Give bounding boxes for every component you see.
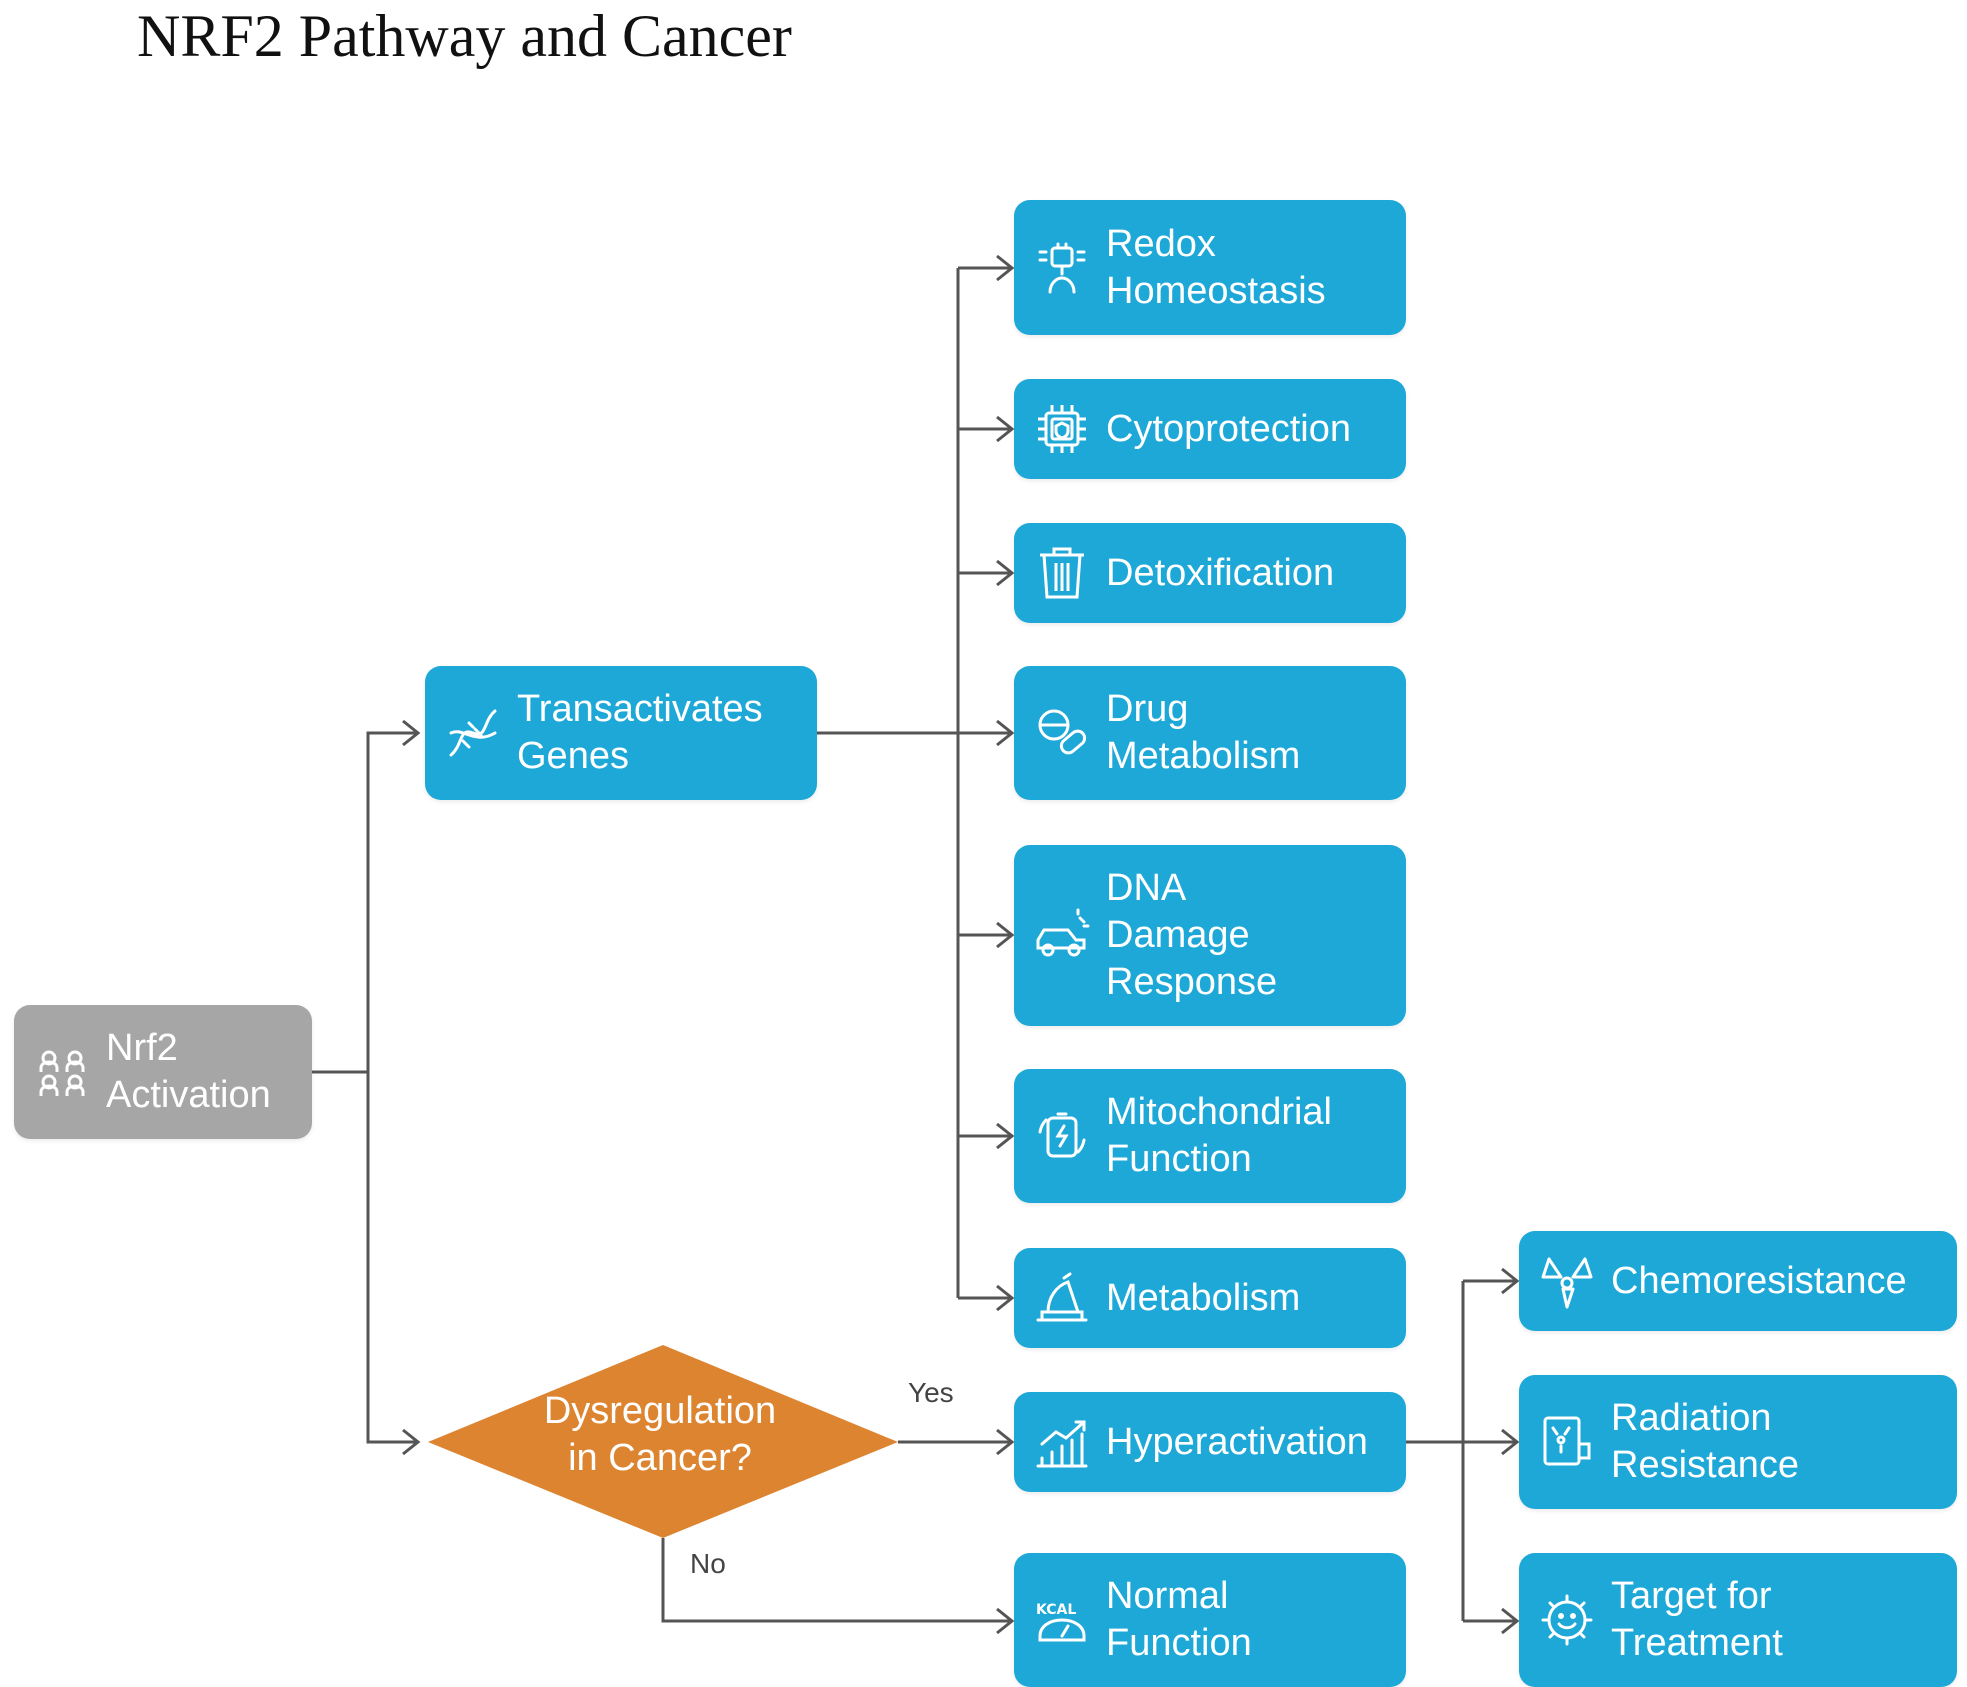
nrf2-activation-label: Nrf2 Activation xyxy=(106,1027,271,1116)
redox-homeostasis-node: Redox Homeostasis xyxy=(1014,200,1406,335)
target-for-treatment-node: Target for Treatment xyxy=(1519,1553,1957,1687)
battery-cycle-icon xyxy=(1034,1108,1090,1164)
svg-text:KCAL: KCAL xyxy=(1036,1602,1076,1618)
nrf2-activation-node: Nrf2 Activation xyxy=(14,1005,312,1139)
connector-root xyxy=(312,731,416,1444)
radiation-resistance-label: Radiation Resistance xyxy=(1611,1397,1799,1486)
mitochondrial-function-node: Mitochondrial Function xyxy=(1014,1069,1406,1203)
connector-genes xyxy=(817,266,1010,1300)
dna-icon xyxy=(445,705,501,761)
drug-metabolism-node: Drug Metabolism xyxy=(1014,666,1406,800)
radiation-icon xyxy=(1539,1253,1595,1309)
chip-shield-icon xyxy=(1034,401,1090,457)
redox-homeostasis-label: Redox Homeostasis xyxy=(1106,222,1326,312)
edge-label-yes: Yes xyxy=(908,1377,954,1408)
pills-icon xyxy=(1034,705,1090,761)
cytoprotection-node: Cytoprotection xyxy=(1014,379,1406,479)
normal-function-label: Normal Function xyxy=(1106,1575,1252,1664)
radiation-resistance-node: Radiation Resistance xyxy=(1519,1375,1957,1509)
hyperactivation-label: Hyperactivation xyxy=(1106,1420,1368,1463)
balance-figure-icon xyxy=(1034,240,1090,296)
metabolism-label: Metabolism xyxy=(1106,1276,1301,1319)
scale-icon xyxy=(1034,1270,1090,1326)
detoxification-node: Detoxification xyxy=(1014,523,1406,623)
arrow-to-transactivates xyxy=(402,719,421,747)
drug-metabolism-label: Drug Metabolism xyxy=(1106,688,1301,777)
target-for-treatment-label: Target for Treatment xyxy=(1611,1575,1783,1664)
damaged-car-icon xyxy=(1034,908,1090,964)
decision-label: Dysregulation in Cancer? xyxy=(543,1390,777,1479)
dna-damage-response-label: DNA Damage Response xyxy=(1106,867,1278,1003)
people-group-icon xyxy=(34,1044,90,1100)
decision-diamond xyxy=(428,1345,898,1538)
bar-chart-up-icon xyxy=(1034,1414,1090,1470)
normal-function-node: KCAL Normal Function xyxy=(1014,1553,1406,1687)
kcal-scale-icon: KCAL xyxy=(1034,1592,1090,1648)
radiation-doc-icon xyxy=(1539,1414,1595,1470)
transactivates-genes-node: Transactivates Genes xyxy=(425,666,817,800)
transactivates-genes-label: Transactivates Genes xyxy=(517,688,763,777)
smile-gear-icon xyxy=(1539,1592,1595,1648)
connector-outcomes xyxy=(1406,1279,1515,1623)
chemoresistance-label: Chemoresistance xyxy=(1611,1259,1907,1302)
dna-damage-response-node: DNA Damage Response xyxy=(1014,845,1406,1026)
connector-no xyxy=(661,1538,1010,1623)
metabolism-node: Metabolism xyxy=(1014,1248,1406,1348)
trash-can-icon xyxy=(1034,545,1090,601)
hyperactivation-node: Hyperactivation xyxy=(1014,1392,1406,1492)
detoxification-label: Detoxification xyxy=(1106,551,1335,594)
page-title: NRF2 Pathway and Cancer xyxy=(137,3,792,69)
mitochondrial-function-label: Mitochondrial Function xyxy=(1106,1091,1332,1180)
edge-label-no: No xyxy=(690,1548,726,1579)
chemoresistance-node: Chemoresistance xyxy=(1519,1231,1957,1331)
arrow-to-decision xyxy=(402,1428,421,1456)
cytoprotection-label: Cytoprotection xyxy=(1106,407,1352,450)
